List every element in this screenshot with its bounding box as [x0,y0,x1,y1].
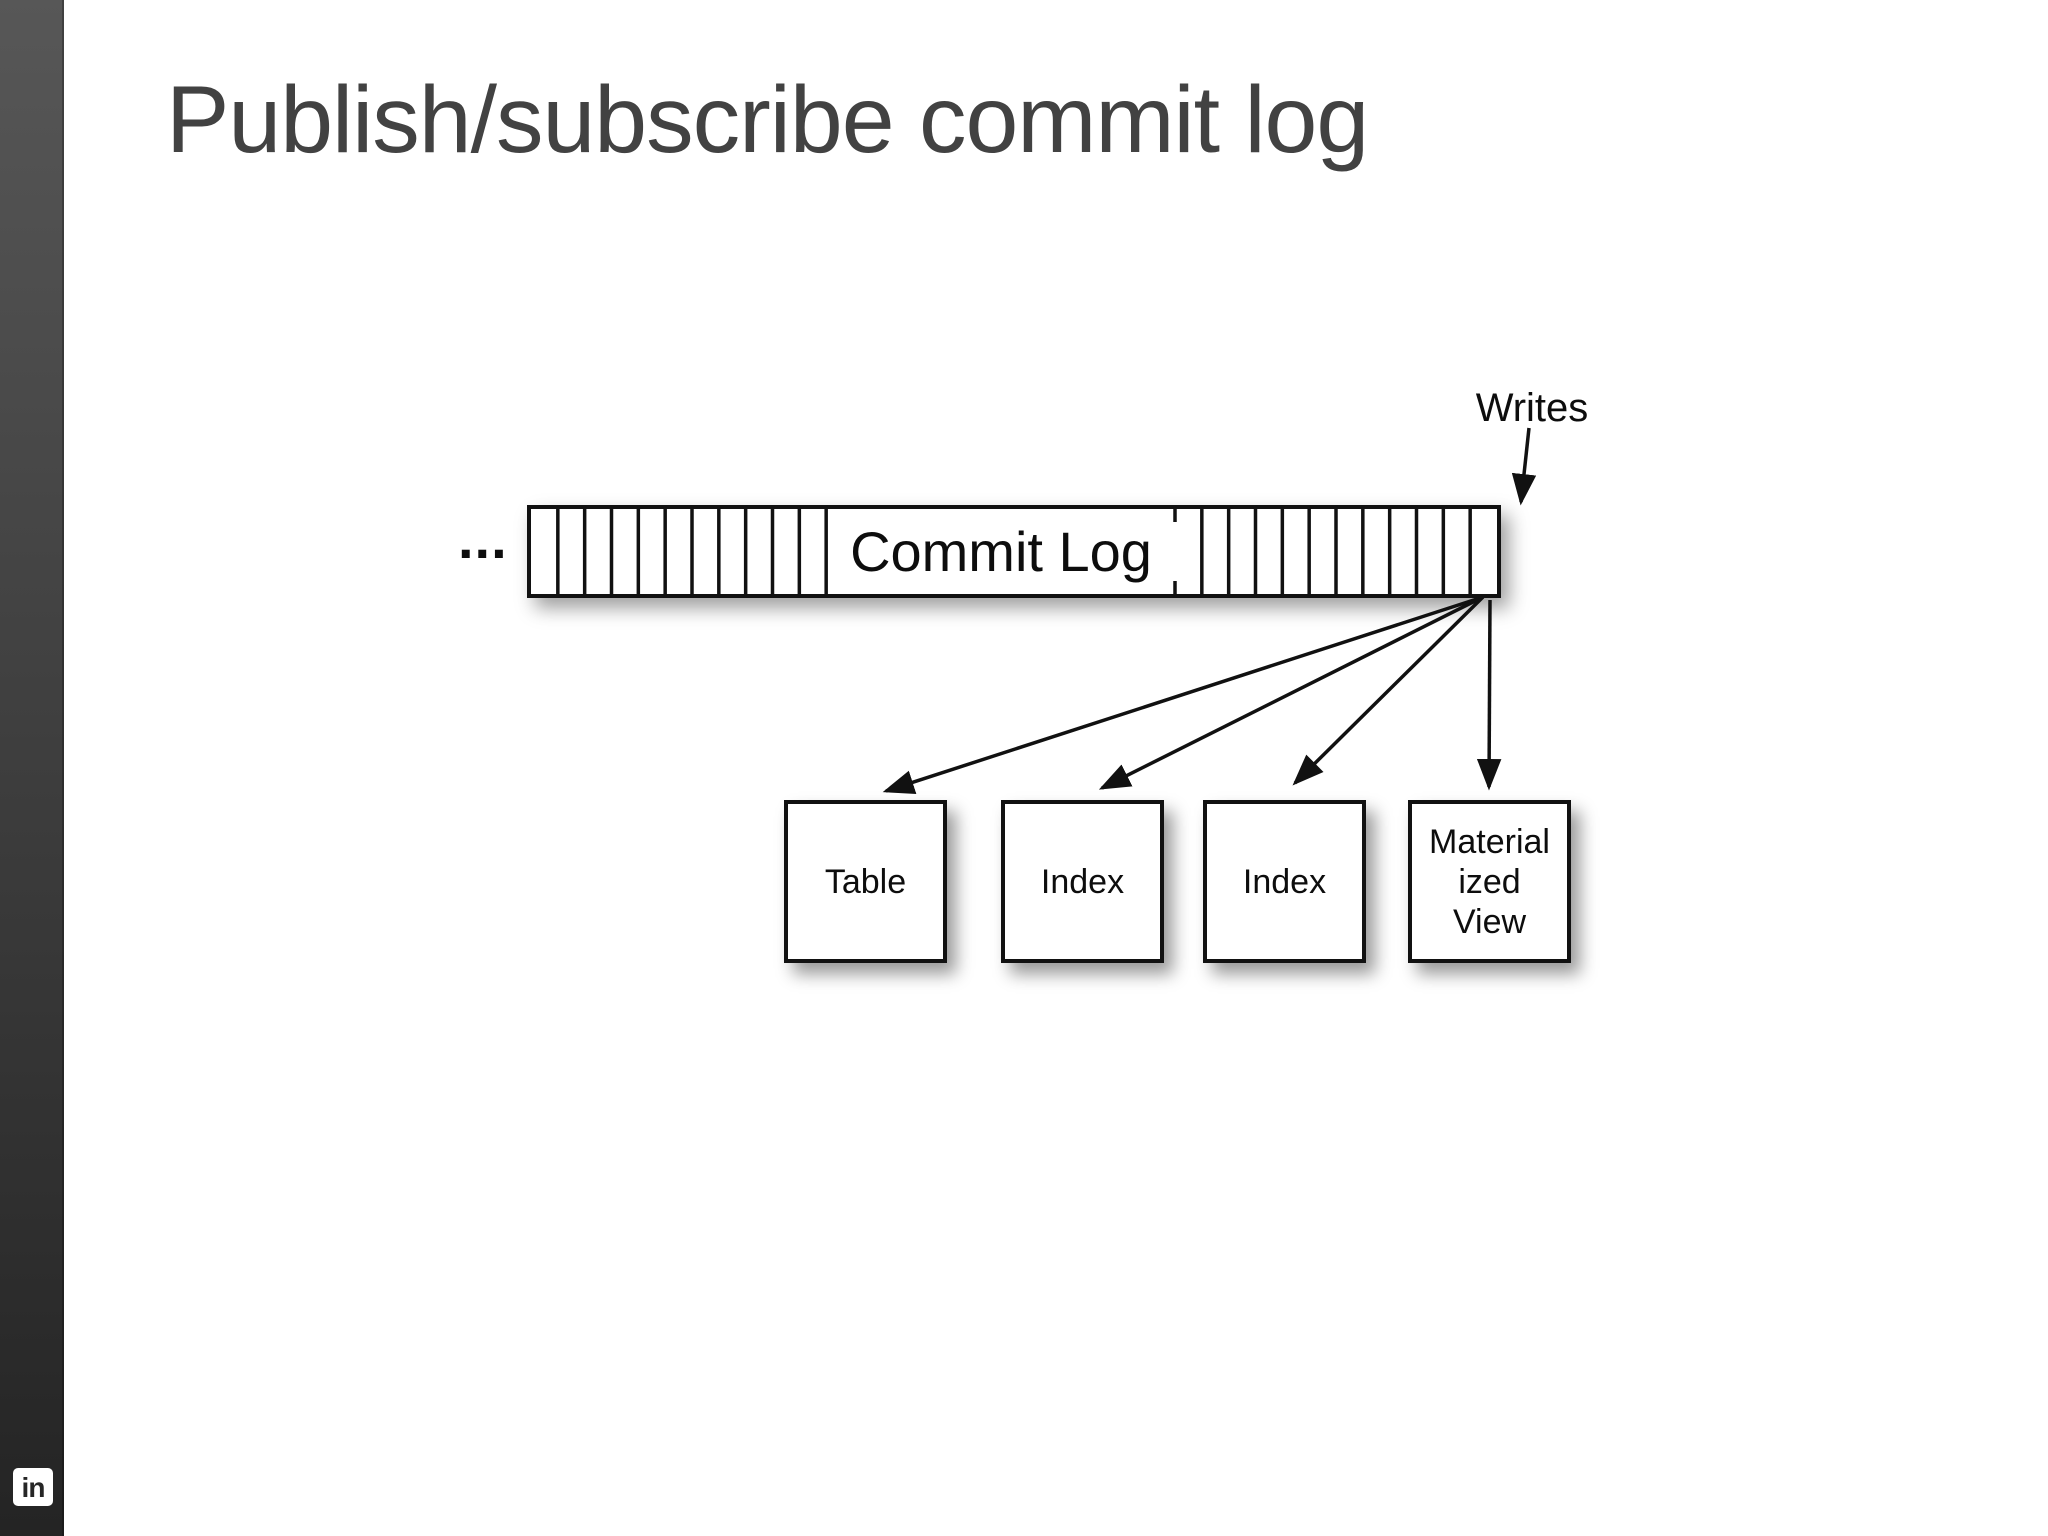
box-index-2: Index [1203,800,1366,963]
log-continues-ellipsis: ... [458,507,508,570]
box-table: Table [784,800,947,963]
writes-label: Writes [1475,386,1589,430]
box-materialized-view: Material ized View [1408,800,1571,963]
box-index-1-label: Index [1040,862,1125,901]
box-index-1: Index [1001,800,1164,963]
box-table-label: Table [824,862,907,901]
commit-log-label: Commit Log [831,509,1171,594]
slide-title: Publish/subscribe commit log [166,67,1369,173]
box-index-2-label: Index [1242,862,1327,901]
linkedin-logo-text: in [21,1472,46,1503]
sidebar: in [0,0,64,1536]
linkedin-logo: in [13,1468,53,1506]
box-materialized-view-label: Material ized View [1429,822,1550,941]
commit-log-bar: Commit Log [527,505,1501,598]
